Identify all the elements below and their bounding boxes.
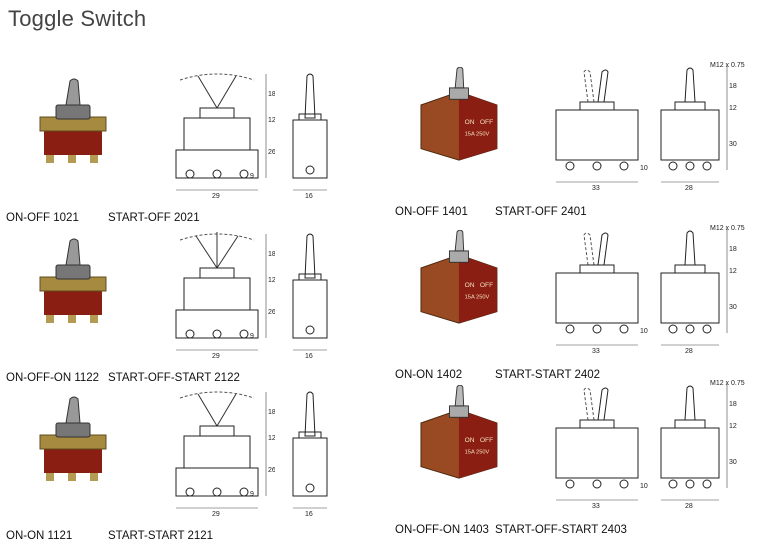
- dim-a: 18: [268, 251, 275, 258]
- model-caption-b: START-OFF-START 2403: [495, 524, 627, 536]
- dim-d: 9: [250, 491, 254, 498]
- photo-text-a: ON: [465, 282, 475, 289]
- dim-c: 26: [268, 309, 275, 316]
- photo-text-c: 15A 250V: [465, 131, 490, 137]
- switch-entry-1021: 18 12 26 9 29 16 ON-OFF 1021 START-OFF 2…: [0, 70, 378, 240]
- switch-photo: ON OFF 15A 250V: [420, 230, 498, 324]
- switch-photo: [39, 78, 107, 163]
- dim-h: 18: [729, 401, 737, 408]
- page-title: Toggle Switch: [8, 6, 147, 31]
- thread-label: M12 x 0.75: [710, 380, 745, 387]
- dim-body: 30: [729, 459, 737, 466]
- dim-b: 12: [268, 435, 275, 442]
- model-caption-a: ON-ON 1402: [395, 369, 463, 381]
- photo-text-c: 15A 250V: [465, 294, 490, 300]
- dim-body: 30: [729, 141, 737, 148]
- front-dimension-drawing: 18 12 26 9 29: [175, 73, 275, 200]
- dim-side: 16: [305, 353, 313, 360]
- dim-a: 18: [268, 409, 275, 416]
- dim-side: 28: [685, 185, 693, 192]
- side-dimension-drawing: 16: [292, 233, 328, 360]
- dim-side: 28: [685, 503, 693, 510]
- switch-entry-1121: 18 12 26 9 29 16 ON-ON 1121 START-START …: [0, 388, 378, 558]
- dim-side: 28: [685, 348, 693, 355]
- dim-term: 10: [640, 328, 648, 335]
- dim-w: 33: [592, 503, 600, 510]
- photo-text-b: OFF: [480, 437, 493, 444]
- dim-w: 29: [212, 511, 220, 518]
- switch-photo: [39, 238, 107, 323]
- model-caption-b: START-START 2121: [108, 530, 214, 542]
- dim-term: 10: [640, 165, 648, 172]
- photo-text-a: ON: [465, 437, 475, 444]
- thread-label: M12 x 0.75: [710, 62, 745, 69]
- model-caption-b: START-OFF-START 2122: [108, 372, 240, 384]
- dim-w: 29: [212, 353, 220, 360]
- dim-b: 12: [268, 117, 275, 124]
- switch-entry-1402: ON OFF 15A 250V 10 33 18 12 30 28 M12 x …: [385, 225, 763, 395]
- model-caption-a: ON-ON 1121: [6, 530, 73, 542]
- dim-d: 9: [250, 173, 254, 180]
- switch-entry-1122: 18 12 26 9 29 16 ON-OFF-ON 1122 START-OF…: [0, 230, 378, 400]
- model-caption-a: ON-OFF-ON 1122: [6, 372, 100, 384]
- switch-photo: ON OFF 15A 250V: [420, 385, 498, 479]
- switch-entry-1403: ON OFF 15A 250V 10 33 18 12 30 28 M12 x …: [385, 380, 763, 550]
- dim-h: 18: [729, 246, 737, 253]
- front-dimension-drawing: 18 12 26 9 29: [175, 232, 275, 360]
- dim-d: 9: [250, 333, 254, 340]
- dim-t: 12: [729, 268, 737, 275]
- side-dimension-drawing: 18 12 30 28: [660, 229, 737, 355]
- side-dimension-drawing: 18 12 30 28: [660, 384, 737, 510]
- photo-text-b: OFF: [480, 119, 493, 126]
- dim-c: 26: [268, 149, 275, 156]
- dim-c: 26: [268, 467, 275, 474]
- model-caption-a: ON-OFF 1401: [395, 206, 468, 218]
- dim-h: 18: [729, 83, 737, 90]
- front-dimension-drawing: 10 33: [555, 232, 648, 355]
- side-dimension-drawing: 16: [292, 391, 328, 518]
- dim-a: 18: [268, 91, 275, 98]
- dim-side: 16: [305, 193, 313, 200]
- dim-side: 16: [305, 511, 313, 518]
- photo-text-a: ON: [465, 119, 475, 126]
- switch-photo: ON OFF 15A 250V: [420, 67, 498, 161]
- dim-body: 30: [729, 304, 737, 311]
- dim-t: 12: [729, 423, 737, 430]
- side-dimension-drawing: 18 12 30 28: [660, 66, 737, 192]
- model-caption-b: START-OFF 2401: [495, 206, 587, 218]
- model-caption-b: START-START 2402: [495, 369, 601, 381]
- dim-w: 29: [212, 193, 220, 200]
- thread-label: M12 x 0.75: [710, 225, 745, 232]
- model-caption-a: ON-OFF 1021: [6, 212, 79, 224]
- photo-text-c: 15A 250V: [465, 449, 490, 455]
- photo-text-b: OFF: [480, 282, 493, 289]
- side-dimension-drawing: 16: [292, 73, 328, 200]
- dim-t: 12: [729, 105, 737, 112]
- dim-w: 33: [592, 348, 600, 355]
- model-caption-b: START-OFF 2021: [108, 212, 200, 224]
- front-dimension-drawing: 18 12 26 9 29: [175, 391, 275, 518]
- switch-entry-1401: ON OFF 15A 250V 10 33 18 12 30 28 M12 x …: [385, 62, 763, 232]
- dim-w: 33: [592, 185, 600, 192]
- dim-term: 10: [640, 483, 648, 490]
- front-dimension-drawing: 10 33: [555, 387, 648, 510]
- model-caption-a: ON-OFF-ON 1403: [395, 524, 489, 536]
- dim-b: 12: [268, 277, 275, 284]
- front-dimension-drawing: 10 33: [555, 69, 648, 192]
- switch-photo: [39, 396, 107, 481]
